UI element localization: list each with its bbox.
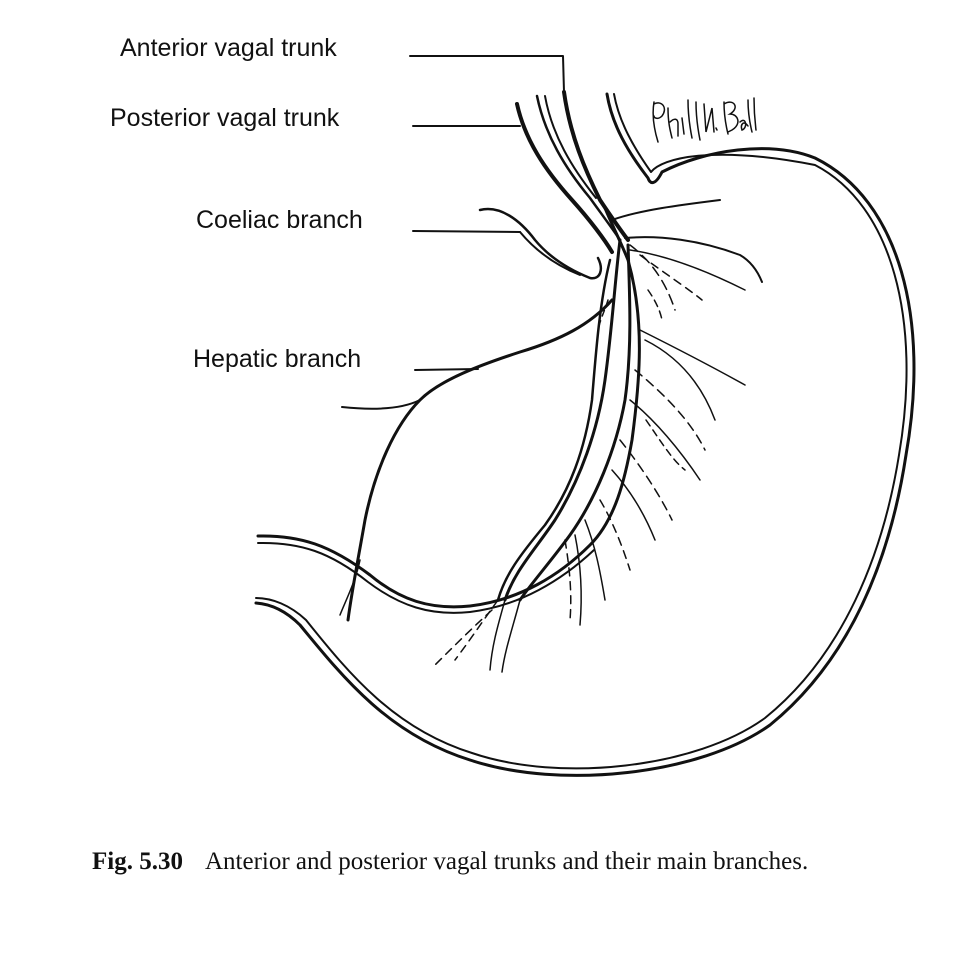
figure-caption: Fig. 5.30 Anterior and posterior vagal tr… [92,845,942,879]
label-hepatic-branch: Hepatic branch [193,345,362,373]
hepatic-branch [339,298,614,622]
figure-number: Fig. 5.30 [92,848,183,875]
vagal-trunks [409,55,630,371]
label-posterior-vagal-trunk: Posterior vagal trunk [110,104,340,132]
gastric-nerves [431,199,763,673]
caption-text: Anterior and posterior vagal trunks and … [204,848,809,875]
label-coeliac-branch: Coeliac branch [196,206,363,234]
stomach-outline [254,92,916,777]
coeliac-branch [478,207,602,280]
label-anterior-vagal-trunk: Anterior vagal trunk [120,34,337,62]
artist-signature [652,97,757,143]
